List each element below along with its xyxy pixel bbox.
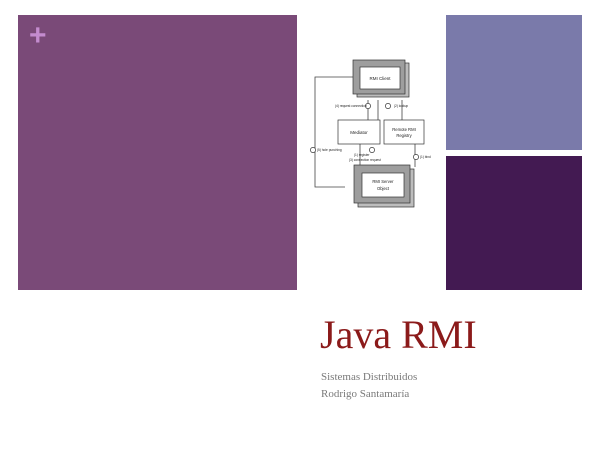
mediator-label: Mediator: [350, 130, 368, 135]
rmi-server-object-box: [361, 172, 405, 198]
plus-icon: +: [29, 19, 47, 52]
client-interface-circle-2: [385, 103, 391, 109]
left-color-block: [18, 15, 297, 290]
registry-label-line1: Remote RMI: [392, 127, 416, 132]
register-label-line1: (1) register: [354, 153, 370, 157]
register-label-line2: (3) connection request: [349, 158, 381, 162]
remote-rmi-registry-box: [383, 119, 425, 145]
server-label-line2: Object: [377, 186, 390, 191]
bind-label: (1) bind: [420, 155, 431, 159]
rmi-client-box: [359, 66, 401, 90]
slide-subtitle: Sistemas Distribuidos Rodrigo Santamaría: [321, 369, 417, 403]
register-circle: [369, 147, 375, 153]
registry-label-line2: Registry: [396, 133, 412, 138]
bind-circle: [413, 154, 419, 160]
client-interface-circle-1: [365, 103, 371, 109]
rmi-architecture-diagram: RMI Client (4) request connection (2) lo…: [310, 59, 431, 208]
request-connection-label: (4) request connection: [335, 104, 367, 108]
hole-punching-label: (5) hole punching: [317, 148, 342, 152]
subtitle-line-course: Sistemas Distribuidos: [321, 371, 418, 383]
slide-title: Java RMI: [320, 312, 477, 357]
hole-punching-circle: [310, 147, 316, 153]
server-label-line1: RMI Server: [372, 179, 394, 184]
left-connector-line: [314, 76, 355, 188]
right-bottom-color-block: [446, 156, 582, 290]
subtitle-line-author: Rodrigo Santamaría: [321, 388, 410, 400]
rmi-client-label: RMI Client: [369, 76, 391, 81]
lookup-label: (2) lookup: [394, 104, 408, 108]
mediator-box: [337, 119, 381, 145]
right-top-color-block: [446, 15, 582, 150]
